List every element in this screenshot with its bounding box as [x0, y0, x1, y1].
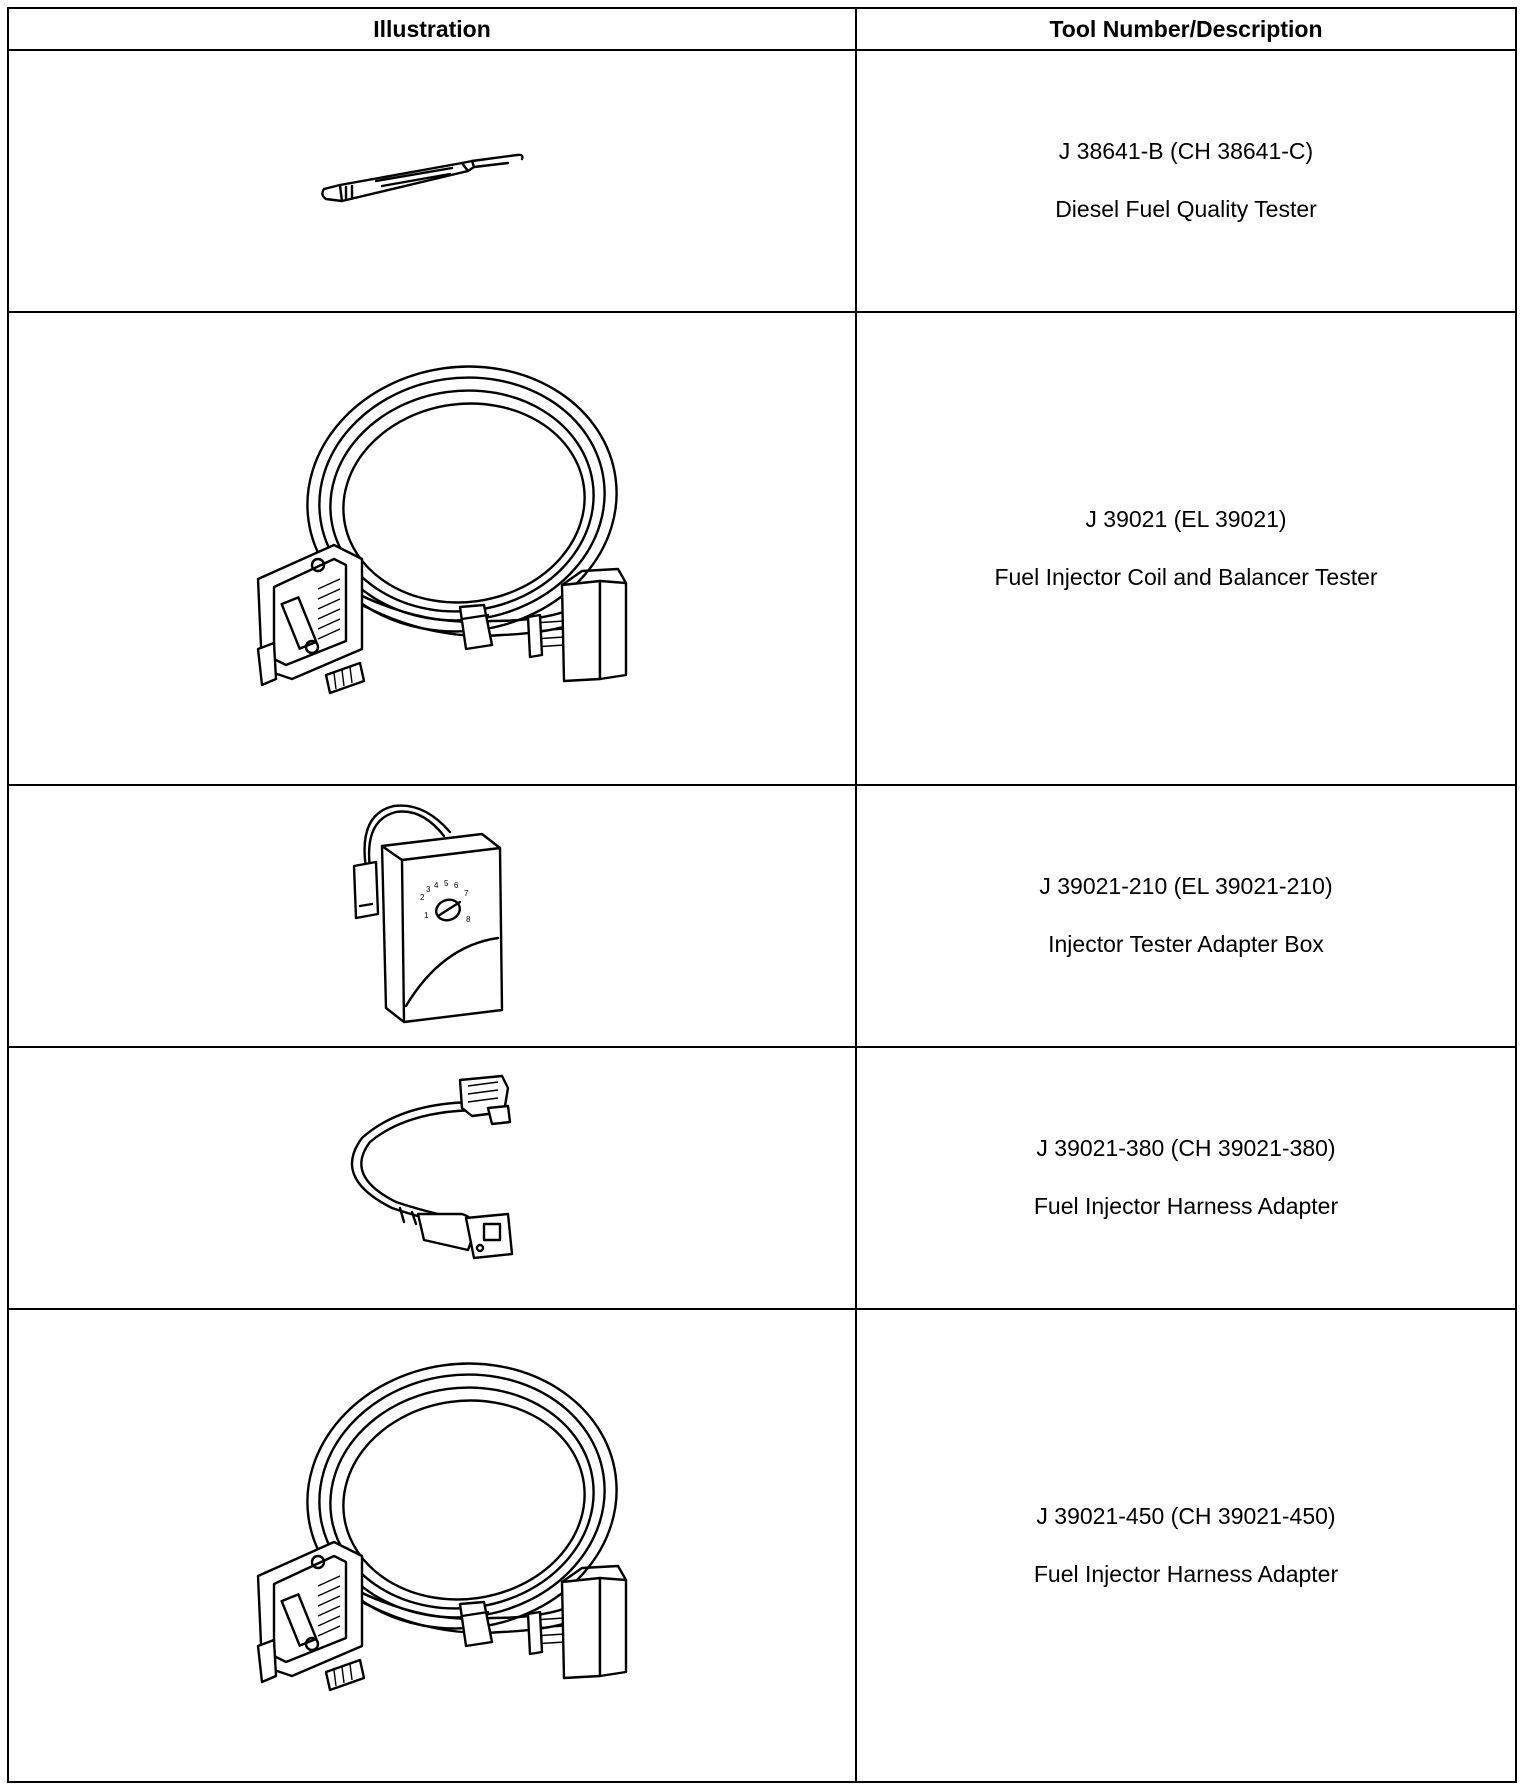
tool-description-cell: J 39021-380 (CH 39021-380) Fuel Injector…: [855, 1046, 1517, 1310]
illustration-cell: [7, 49, 857, 313]
table-row: 2 3 4 5 6 7 1 8 J 39021-210 (EL 39021-21…: [7, 784, 1517, 1048]
coiled-cable-with-connectors-image: [256, 1361, 628, 1691]
tool-number: J 39021-380 (CH 39021-380): [1036, 1135, 1336, 1162]
coiled-cable-with-connectors-image: [256, 364, 628, 694]
dial-number-label: 8: [466, 915, 471, 924]
table-row: J 39021-450 (CH 39021-450) Fuel Injector…: [7, 1308, 1517, 1783]
dial-number-label: 7: [464, 889, 469, 898]
short-harness-adapter-image: [350, 1074, 514, 1260]
illustration-cell: 2 3 4 5 6 7 1 8: [7, 784, 857, 1048]
dial-number-label: 3: [426, 885, 431, 894]
tool-description: Fuel Injector Harness Adapter: [1033, 1193, 1339, 1219]
header-tool-number-description: Tool Number/Description: [855, 7, 1517, 51]
table-row: J 38641-B (CH 38641-C) Diesel Fuel Quali…: [7, 49, 1517, 313]
dial-number-label: 4: [434, 881, 439, 890]
dial-number-label: 5: [444, 879, 449, 888]
tool-description: Fuel Injector Harness Adapter: [1033, 1560, 1339, 1587]
illustration-cell: [7, 311, 857, 786]
tool-description: Fuel Injector Coil and Balancer Tester: [994, 563, 1378, 590]
dial-number-label: 6: [454, 881, 459, 890]
tool-description-cell: J 39021-450 (CH 39021-450) Fuel Injector…: [855, 1308, 1517, 1783]
special-tools-table: Illustration Tool Number/Description: [7, 7, 1517, 1783]
dial-number-label: 2: [420, 893, 425, 902]
tool-description: Diesel Fuel Quality Tester: [1055, 196, 1317, 222]
tool-description: Injector Tester Adapter Box: [1048, 931, 1324, 957]
illustration-cell: [7, 1046, 857, 1310]
dial-number-label: 1: [424, 911, 429, 920]
tool-number: J 39021-450 (CH 39021-450): [1036, 1502, 1336, 1529]
tool-description-cell: J 39021 (EL 39021) Fuel Injector Coil an…: [855, 311, 1517, 786]
illustration-cell: [7, 1308, 857, 1783]
tool-number: J 39021-210 (EL 39021-210): [1039, 873, 1333, 900]
tool-number: J 38641-B (CH 38641-C): [1058, 138, 1314, 165]
table-row: J 39021-380 (CH 39021-380) Fuel Injector…: [7, 1046, 1517, 1310]
table-row: J 39021 (EL 39021) Fuel Injector Coil an…: [7, 311, 1517, 786]
tool-description-cell: J 38641-B (CH 38641-C) Diesel Fuel Quali…: [855, 49, 1517, 313]
adapter-box-with-selector-dial-image: 2 3 4 5 6 7 1 8: [352, 804, 504, 1024]
tool-description-cell: J 39021-210 (EL 39021-210) Injector Test…: [855, 784, 1517, 1048]
tool-number: J 39021 (EL 39021): [1085, 505, 1287, 532]
table-header-row: Illustration Tool Number/Description: [7, 7, 1517, 51]
header-illustration: Illustration: [7, 7, 857, 51]
fuel-quality-tester-probe-image: [321, 153, 524, 203]
